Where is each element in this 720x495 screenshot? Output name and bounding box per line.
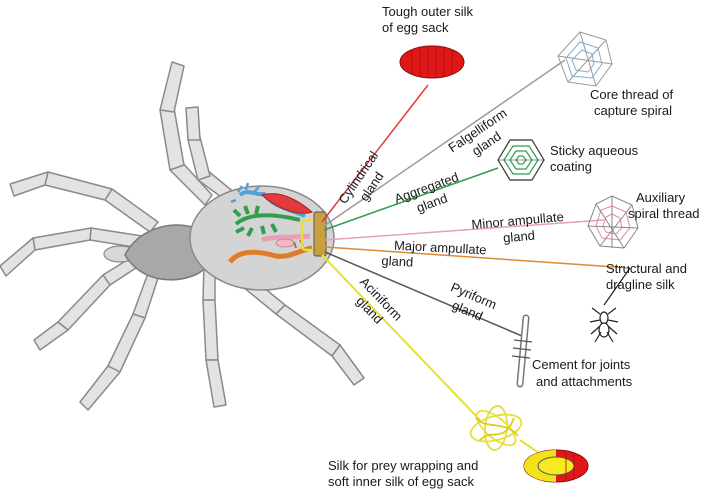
aggregated-gland-shape: [232, 205, 301, 237]
spider-legs: [0, 61, 365, 411]
sticky-label-line1: Sticky aqueous: [550, 143, 639, 158]
silk-lines: [321, 59, 631, 463]
major-ampullate-gland-label-line1: Major ampullate: [394, 238, 487, 258]
minor-ampullate-line: [324, 219, 605, 241]
cylindrical-line: [321, 84, 429, 223]
aggregated-line: [323, 167, 499, 231]
aciniform-line: [321, 254, 481, 421]
sticky-coating-web-icon: [497, 139, 545, 181]
auxiliary-label-line2: spiral thread: [628, 206, 700, 221]
auxiliary-spiral-web-icon: [587, 195, 639, 249]
sticky-label-line2: coating: [550, 159, 592, 174]
cement-attachment-icon: [511, 314, 533, 388]
prey-label-line2: soft inner silk of egg sack: [328, 474, 474, 489]
capture-spiral-web-icon: [557, 31, 613, 87]
major-ampullate-gland-shape: [227, 245, 313, 264]
cylindrical-gland-shape: [261, 193, 313, 214]
prey-wrapping-silk-icon: [469, 405, 523, 451]
egg-sack-outer-icon: [399, 45, 465, 79]
silk-glands: [227, 182, 327, 264]
dragline-label-line2: dragline silk: [606, 277, 675, 292]
auxiliary-label-line1: Auxiliary: [636, 190, 686, 205]
capture-core-label-line1: Core thread of: [590, 87, 673, 102]
minor-ampullate-gland-shape: [261, 233, 311, 243]
prey-label-line1: Silk for prey wrapping and: [328, 458, 478, 473]
minor-ampullate-sac: [275, 238, 295, 248]
cement-label-line2: and attachments: [536, 374, 633, 389]
dragline-hanging-spider-icon: [589, 267, 631, 343]
product-labels: Tough outer silk of egg sack Core thread…: [328, 4, 700, 489]
spinnerets: [313, 211, 327, 257]
major-ampullate-gland-label-line2: gland: [381, 253, 414, 270]
pyriform-line: [324, 251, 523, 337]
egg-outer-label-line2: of egg sack: [382, 20, 449, 35]
cement-label-line1: Cement for joints: [532, 357, 631, 372]
flagelliform-line: [323, 59, 566, 227]
flagelliform-gland-branches: [230, 182, 260, 204]
major-ampullate-line: [324, 246, 631, 269]
egg-outer-label-line1: Tough outer silk: [382, 4, 474, 19]
dragline-label-line1: Structural and: [606, 261, 687, 276]
minor-ampullate-gland-label-line2: gland: [503, 228, 536, 246]
capture-core-label-line2: capture spiral: [594, 103, 672, 118]
egg-sack-inner-icon: [523, 449, 589, 483]
